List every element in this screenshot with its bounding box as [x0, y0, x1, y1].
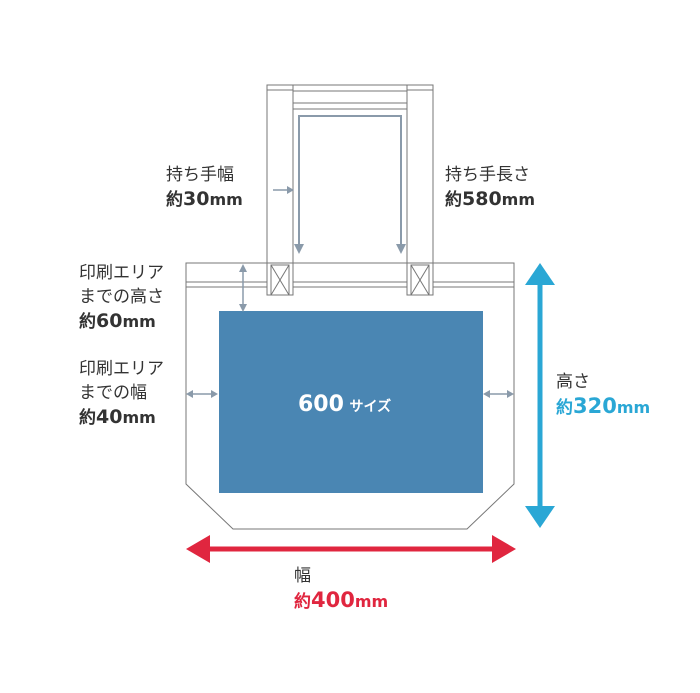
handle-length-label: 持ち手長さ 約580mm	[445, 165, 536, 210]
print-width-value: 40	[96, 406, 123, 428]
print-height-label: 印刷エリア までの高さ 約60mm	[79, 263, 164, 332]
print-height-guide	[239, 264, 247, 312]
bag-width-value: 400	[311, 588, 355, 612]
handle-length-title: 持ち手長さ	[445, 165, 530, 185]
bag-height-label: 高さ 約320mm	[556, 372, 651, 418]
print-area-suffix: サイズ	[349, 399, 392, 415]
handle-length-guide	[298, 115, 402, 250]
width-arrow	[186, 535, 516, 563]
print-width-guide-left	[186, 390, 218, 398]
print-area	[219, 311, 483, 493]
handle-length-value: 580	[462, 188, 502, 210]
bag-width-label: 幅 約400mm	[294, 566, 389, 612]
handle-width-label: 持ち手幅 約30mm	[166, 165, 243, 210]
handle-width-value: 30	[183, 188, 210, 210]
print-width-label: 印刷エリア までの幅 約40mm	[79, 359, 164, 428]
handle-width-title: 持ち手幅	[166, 165, 234, 185]
bag-height-title: 高さ	[556, 372, 590, 392]
height-arrow	[525, 263, 555, 528]
print-width-guide-right	[483, 390, 514, 398]
print-area-label: 600 サイズ	[298, 392, 391, 417]
bag-height-value: 320	[573, 394, 617, 418]
handle-top-band	[292, 84, 408, 110]
bag-width-title: 幅	[294, 566, 311, 586]
print-area-size: 600	[298, 392, 344, 417]
print-height-value: 60	[96, 310, 123, 332]
